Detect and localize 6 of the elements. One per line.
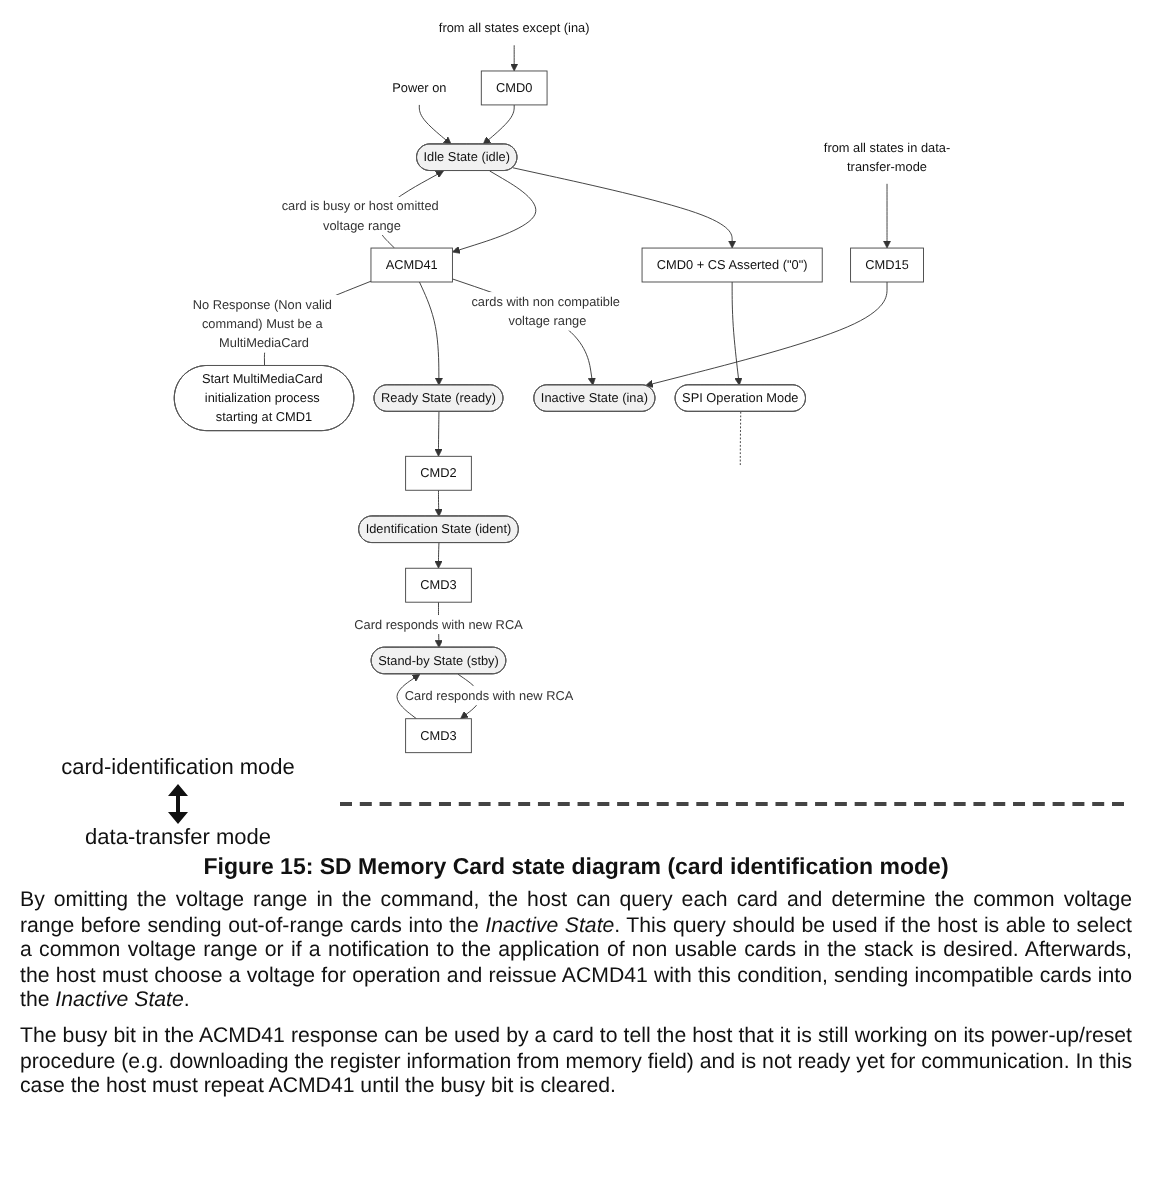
figure-caption: Figure 15: SD Memory Card state diagram (card identification mode)	[201, 856, 951, 880]
mode-label: data-transfer mode	[85, 826, 271, 852]
connector	[739, 411, 742, 468]
paragraph: The busy bit in the ACMD41 response can be used by a card to tell the host that it is still working on its power-up/reset procedure (e.g. downloading the register information from memory field) and is not ready yet for communication. In this case the host must repeat ACMD41 until the busy bit is cleared.	[20, 1023, 1132, 1100]
mode-label: card-identification mode	[61, 756, 295, 782]
paragraph: By omitting the voltage range in the command, the host can query each card and determine the common voltage range before sending out-of-range cards into the Inactive State. This query should be used if the host is able to select a common voltage range or if a notification to the application of non usable cards in the stack is desired. Afterwards, the host must choose a voltage for operation and reissue ACMD41 with this condition, sending incompatible cards into the Inactive State.	[20, 888, 1132, 1014]
